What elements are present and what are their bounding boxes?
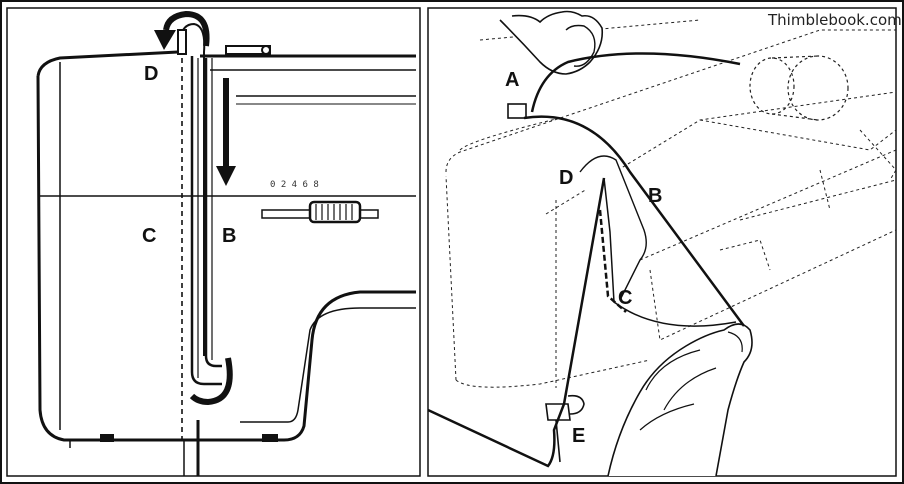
machine-head-inner-outline [59, 62, 416, 430]
curved-arrow-top-head [154, 30, 176, 50]
left-label-d: D [144, 63, 158, 85]
foot-left [100, 434, 114, 442]
machine-head-outline [36, 50, 416, 442]
spool-pin-knob [261, 45, 271, 55]
right-label-b: B [648, 185, 662, 207]
thread-d-down [427, 177, 606, 468]
curved-arrow-top [163, 10, 210, 47]
take-up-lever [177, 29, 187, 55]
hand-top [499, 10, 604, 75]
hand-bottom-fingers [639, 331, 743, 431]
right-label-e: E [572, 425, 585, 447]
right-panel: Thimblebook.com [427, 7, 902, 477]
left-panel: 0 2 4 6 8 D C B [6, 7, 421, 477]
left-label-c: C [142, 225, 156, 247]
thread-guide-d [579, 155, 647, 301]
dial-scale: 0 2 4 6 8 [270, 180, 319, 190]
needle [555, 419, 561, 463]
right-label-a: A [505, 69, 519, 91]
right-label-d: D [559, 167, 573, 189]
thread-guide-a [507, 103, 527, 119]
watermark: Thimblebook.com [767, 11, 902, 29]
thread-c-loop [603, 177, 737, 327]
thread-b [523, 115, 746, 327]
left-label-b: B [222, 225, 236, 247]
left-panel-border [6, 7, 421, 477]
thread-a-b [530, 52, 741, 113]
spool [749, 55, 849, 121]
thread-channel-inner [197, 58, 213, 378]
right-label-c: C [618, 287, 632, 309]
thread-channel-outer [190, 56, 222, 386]
hand-bottom [607, 323, 753, 477]
curved-arrow-bottom [189, 357, 233, 406]
stitch-slider-ridges [315, 204, 353, 220]
down-arrow-head [216, 166, 236, 186]
hand-top-finger [565, 24, 596, 67]
needle-clamp [545, 394, 585, 421]
foot-right [262, 434, 278, 442]
